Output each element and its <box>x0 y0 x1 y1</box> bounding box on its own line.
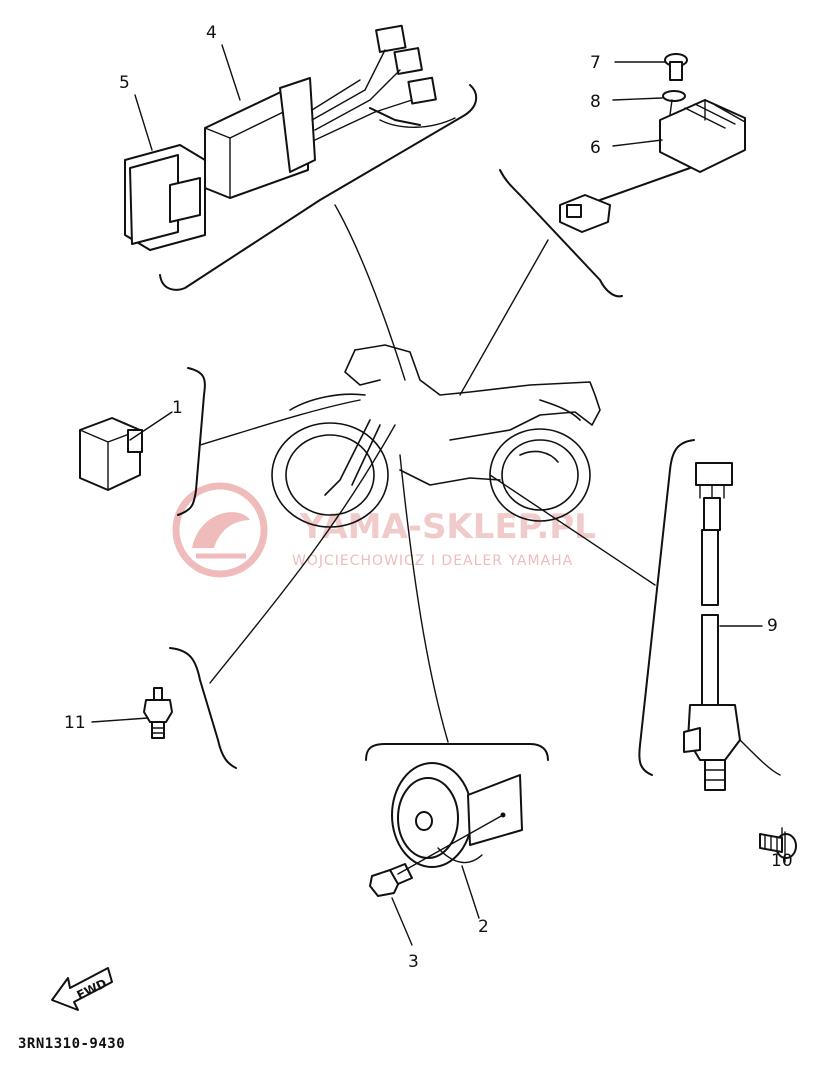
watermark-title: YAMA-SKLEP.PL <box>299 507 596 547</box>
callout-5: 5 <box>119 73 130 93</box>
group-bracket-lower-left <box>169 647 237 769</box>
callout-leaders <box>91 44 786 946</box>
part-9-sensor <box>683 462 781 791</box>
watermark-subtitle: WOJCIECHOWICZ I DEALER YAMAHA <box>292 553 573 569</box>
part-4-cdi-unit <box>204 24 456 199</box>
watermark: YAMA-SKLEP.PL WOJCIECHOWICZ I DEALER YAM… <box>172 482 596 578</box>
fwd-arrow: FWD <box>51 967 113 1011</box>
callout-9: 9 <box>767 616 778 636</box>
callout-3: 3 <box>408 952 419 972</box>
fwd-label: FWD <box>75 976 109 1002</box>
callout-8: 8 <box>590 92 601 112</box>
group-bracket-bottom <box>365 743 549 761</box>
callout-4: 4 <box>206 23 217 43</box>
callouts: 5 4 7 8 6 1 11 9 10 2 3 <box>64 23 793 972</box>
part-11-switch <box>143 687 173 739</box>
callout-2: 2 <box>478 917 489 937</box>
leader-lines <box>199 204 656 743</box>
part-10-screw <box>759 833 797 859</box>
part-3-bolt <box>369 814 504 897</box>
part-8-washer <box>662 90 686 102</box>
group-bracket-top-left <box>159 84 478 291</box>
motorcycle-outline <box>271 344 601 528</box>
callout-11: 11 <box>64 713 86 733</box>
callout-6: 6 <box>590 138 601 158</box>
group-bracket-top-right <box>499 169 623 298</box>
part-1-relay <box>79 417 143 491</box>
callout-1: 1 <box>172 398 183 418</box>
group-bracket-right <box>638 439 695 776</box>
callout-10: 10 <box>771 851 793 871</box>
callout-7: 7 <box>590 53 601 73</box>
diagram-code: 3RN1310-9430 <box>18 1036 125 1052</box>
part-5-cover <box>124 144 206 251</box>
watermark-logo <box>172 482 268 578</box>
group-bracket-left <box>177 367 206 516</box>
part-7-screw <box>664 53 688 81</box>
part-6-rectifier <box>559 99 746 233</box>
